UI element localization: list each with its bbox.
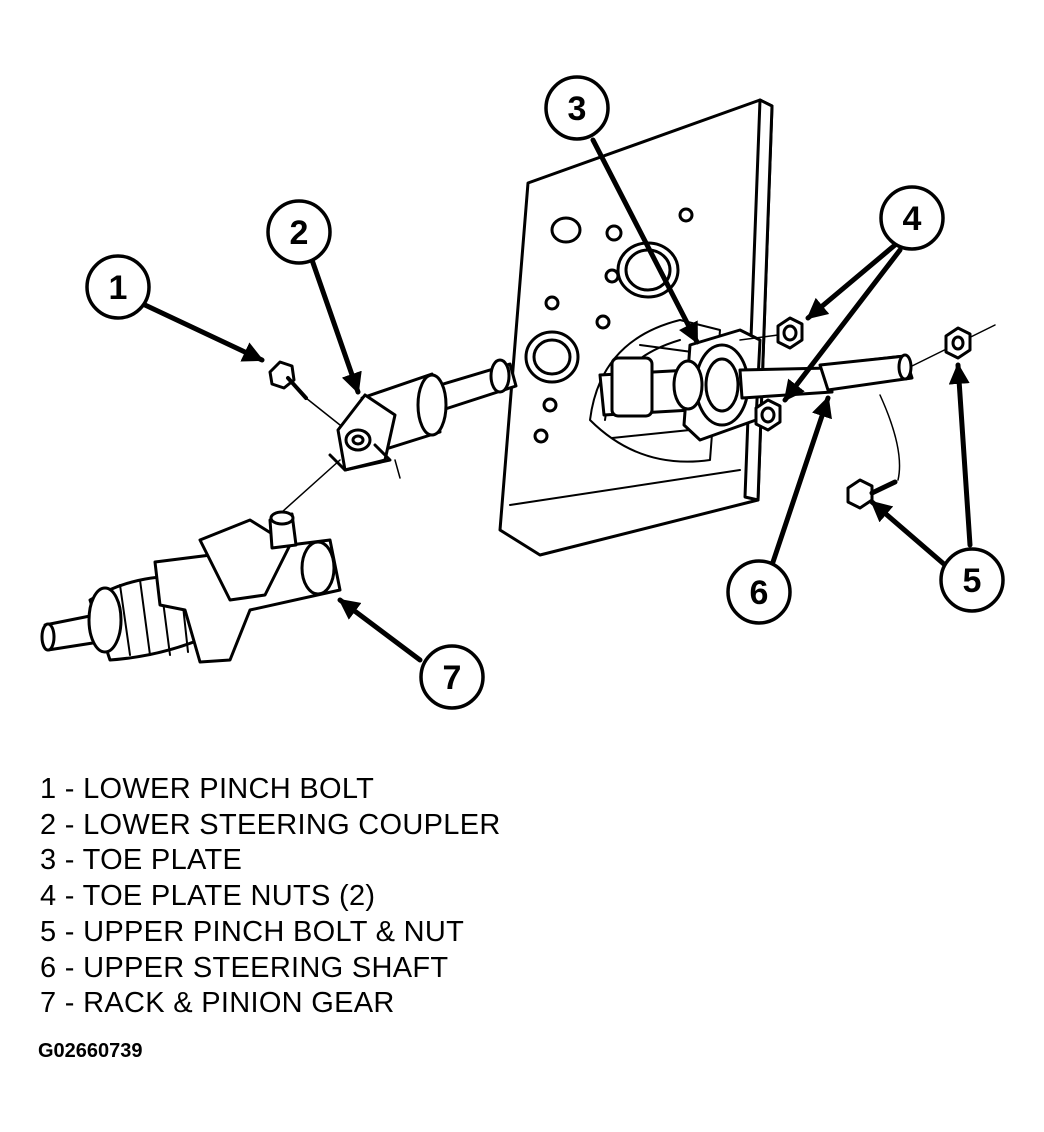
- lower-pinch-bolt-shape: [268, 360, 341, 426]
- callout-5-label: 5: [963, 562, 982, 600]
- upper-pinch-nut-shape: [944, 326, 972, 360]
- legend-item: 3 - TOE PLATE: [40, 844, 243, 877]
- legend-item: 2 - LOWER STEERING COUPLER: [40, 808, 501, 841]
- callout-3-circle: [544, 75, 610, 141]
- callout-5-arrow-bolt: [869, 499, 948, 568]
- intermediate-shaft: [428, 344, 694, 439]
- lower-steering-coupler-shape: [328, 372, 448, 479]
- callout-2-label: 2: [290, 214, 309, 252]
- callout-1-circle: [85, 254, 151, 320]
- callout-2-arrow: [309, 257, 362, 395]
- steering-assembly-diagram: 1 2 3 4 5 6 7: [40, 75, 1005, 710]
- callout-4-label: 4: [903, 200, 922, 238]
- callout-7-label: 7: [443, 659, 462, 697]
- callout-4-arrow-lower: [782, 247, 903, 403]
- toe-plate-panel: [498, 98, 774, 557]
- callout-1-label: 1: [109, 269, 128, 307]
- callout-6-circle: [726, 559, 792, 625]
- legend-item: 7 - RACK & PINION GEAR: [40, 987, 395, 1020]
- callout-2-circle: [266, 199, 332, 265]
- callout-6-label: 6: [750, 574, 769, 612]
- parts-legend: 1 - LOWER PINCH BOLT 2 - LOWER STEERING …: [40, 772, 501, 1022]
- callout-6-arrow: [770, 395, 832, 565]
- callout-7-arrow: [337, 597, 423, 663]
- callout-1-arrow: [142, 302, 265, 363]
- callout-3-arrow: [590, 137, 700, 345]
- legend-item: 6 - UPPER STEERING SHAFT: [40, 951, 449, 984]
- upper-pinch-bolt-shape: [846, 394, 901, 510]
- figure-id: G02660739: [38, 1040, 143, 1062]
- callout-5-circle: [939, 547, 1005, 613]
- toe-plate-nut-lower: [754, 398, 782, 432]
- legend-item: 5 - UPPER PINCH BOLT & NUT: [40, 915, 465, 948]
- legend-item: 1 - LOWER PINCH BOLT: [40, 773, 375, 805]
- toe-plate-nut-upper: [739, 316, 804, 350]
- callout-3-label: 3: [568, 90, 587, 128]
- callout-7-circle: [419, 644, 485, 710]
- rack-and-pinion-shape: [40, 459, 342, 664]
- callout-4-arrow-upper: [805, 242, 898, 321]
- callout-5-arrow-nut: [948, 362, 973, 548]
- upper-steering-shaft-shape: [818, 324, 996, 392]
- legend-item: 4 - TOE PLATE NUTS (2): [40, 880, 376, 913]
- callout-4-circle: [879, 185, 945, 251]
